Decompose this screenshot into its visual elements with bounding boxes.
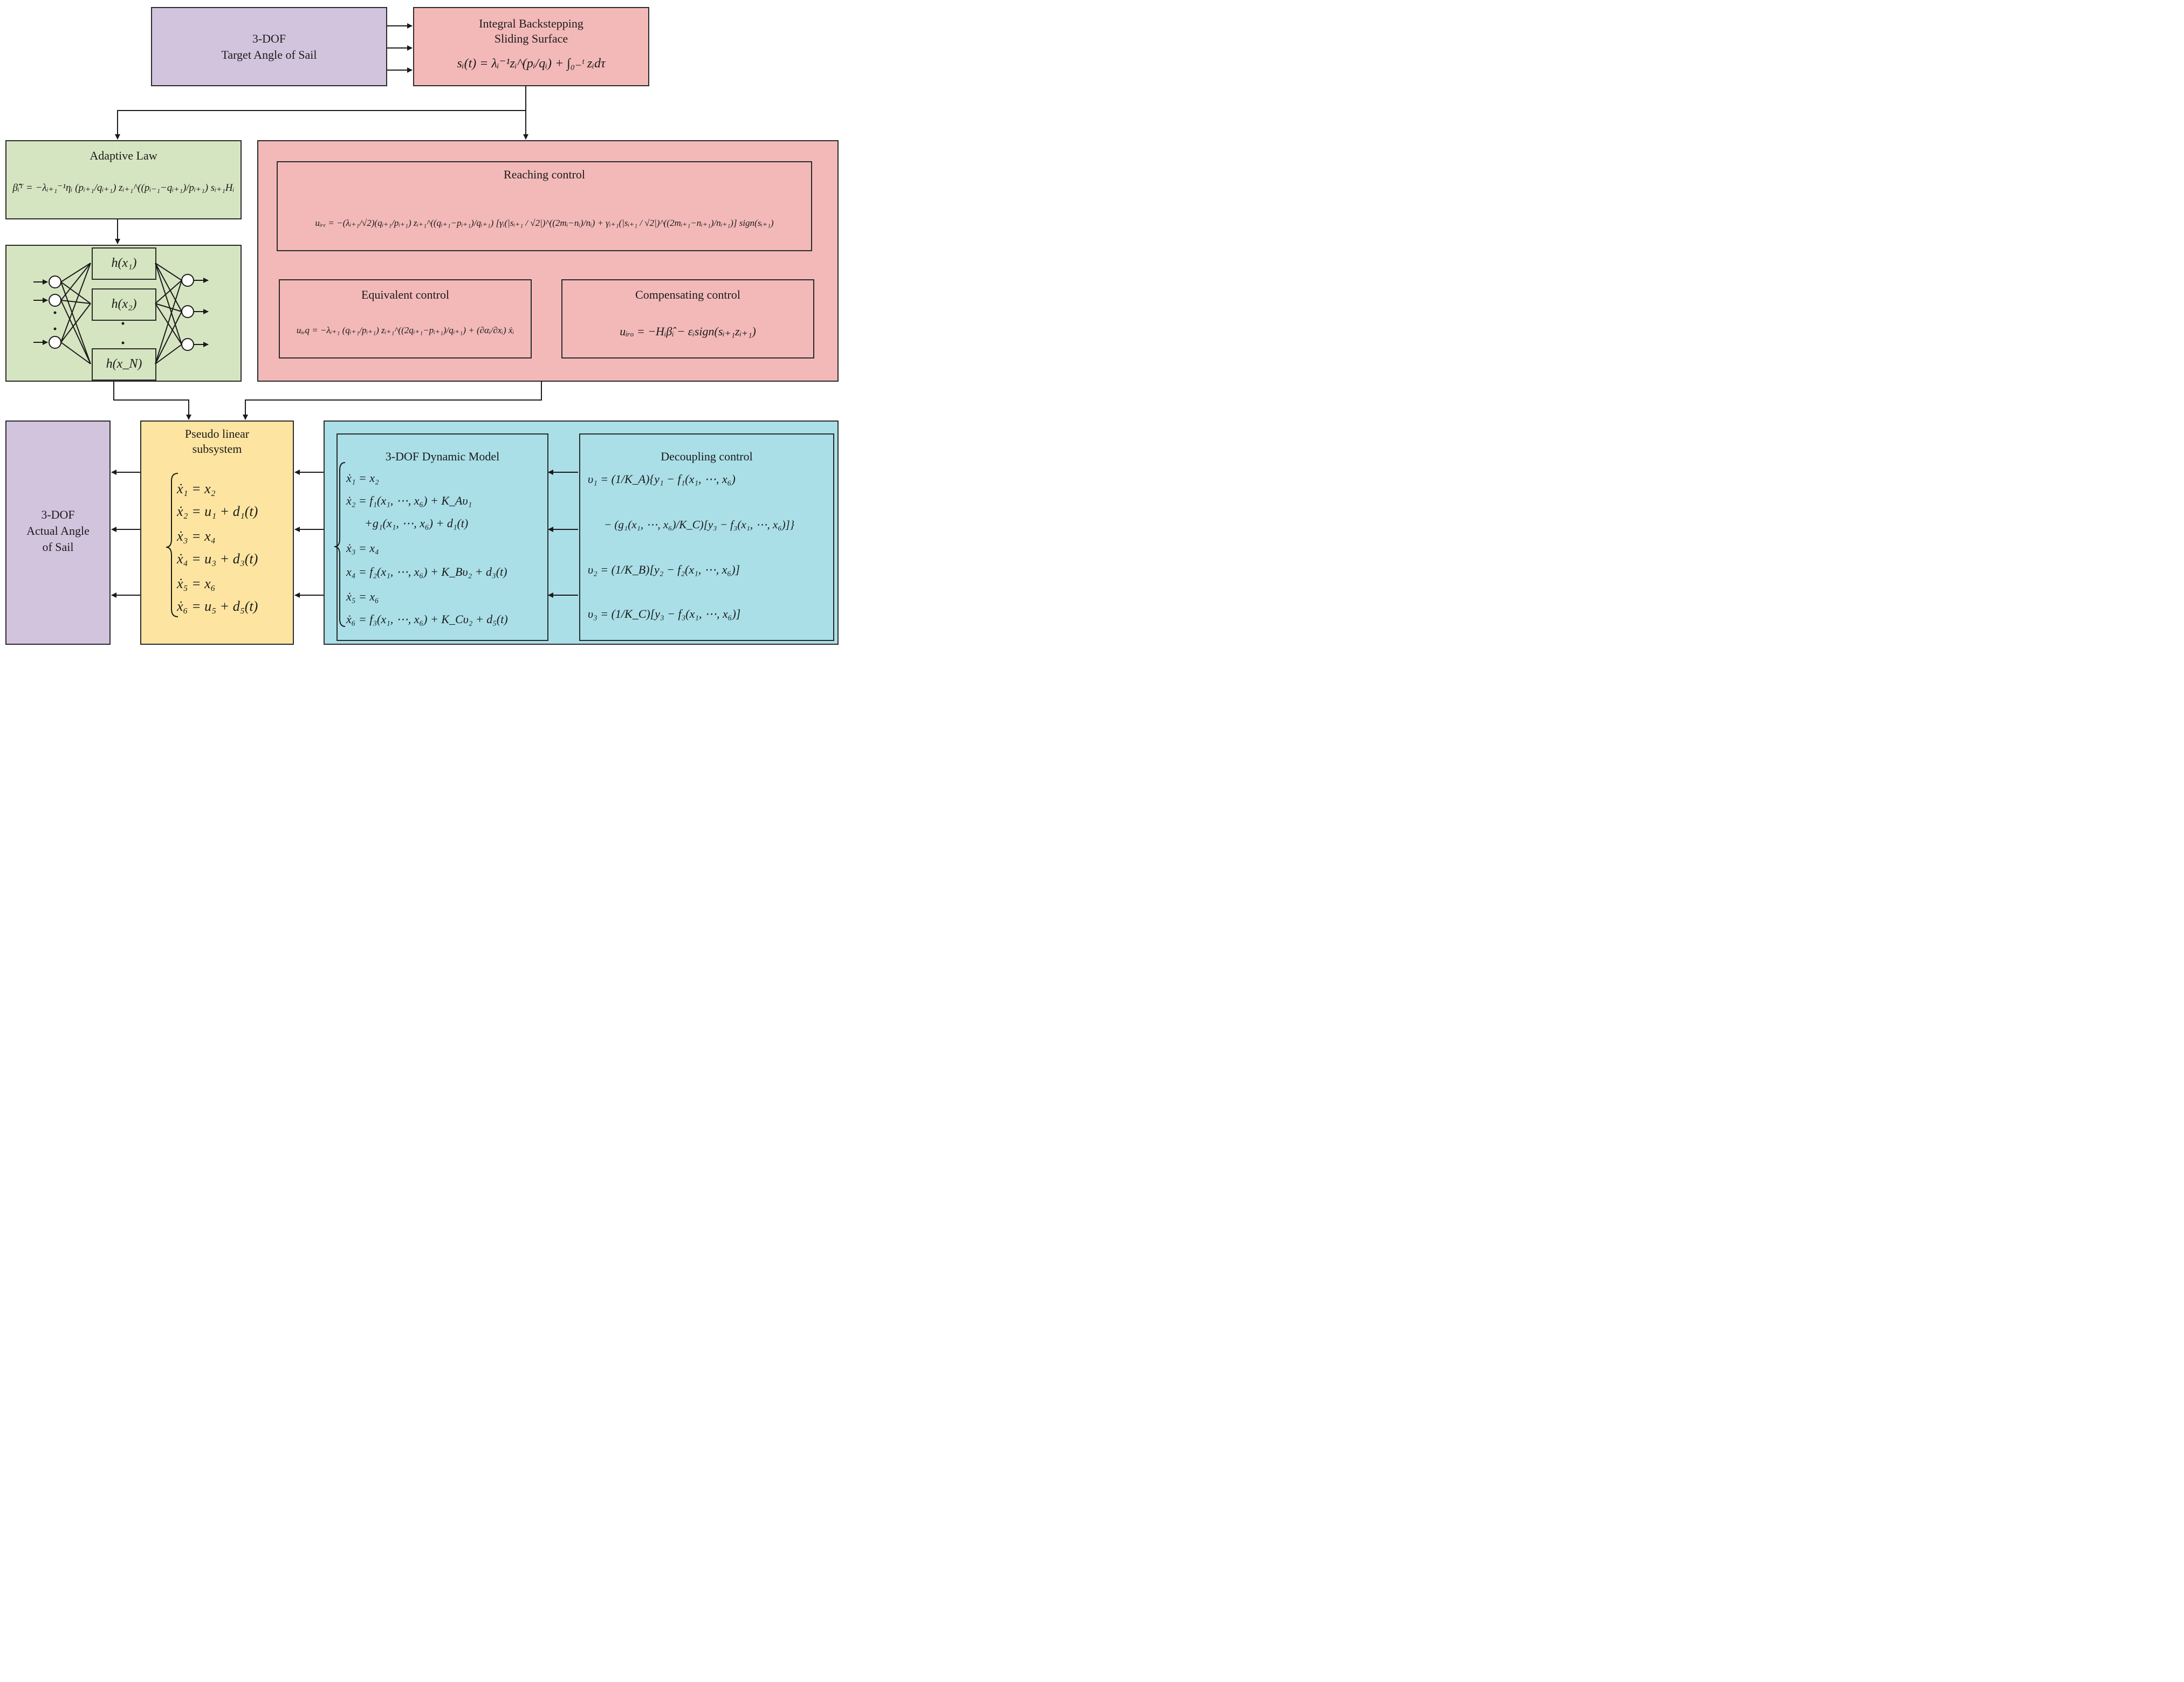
compensating-control-box: Compensating control uᵢᵣₒ = −Hᵢβ̂ᵢ − εᵢs… [561,279,814,359]
sliding-surface-equation: sᵢ(t) = λᵢ⁻¹zᵢ^(pᵢ/qᵢ) + ∫₀₋ᵗ zᵢdτ [457,57,606,71]
actual-angle-box: 3-DOF Actual Angle of Sail [5,420,111,645]
dynamic-eq-5: x₄ = f₂(x₁, ⋯, x₆) + K_Bυ₂ + d₃(t) [346,565,507,578]
dynamic-model-box: 3-DOF Dynamic Model ẋ₁ = x₂ ẋ₂ = f₁(x₁, … [336,433,548,641]
pseudo-eq-5: ẋ₅ = x₆ [177,576,216,591]
arrow-control-to-pseudo [243,382,542,420]
actual-angle-line3: of Sail [42,540,74,554]
adaptive-law-equation: β̂̇ᵢᵀ = −λᵢ₊₁⁻¹ηᵢ (pᵢ₊₁/qᵢ₊₁) zᵢ₊₁^((pᵢ₋… [12,182,235,194]
target-angle-line1: 3-DOF [252,32,286,45]
sliding-surface-title2: Sliding Surface [494,32,568,45]
decoupling-eq-2: − (g₁(x₁, ⋯, x₆)/K_C)[y₃ − f₃(x₁, ⋯, x₆)… [604,518,795,531]
decoupling-eq-1: υ₁ = (1/K_A){y₁ − f₁(x₁, ⋯, x₆) [588,472,736,486]
dynamic-eq-4: ẋ₃ = x₄ [346,541,379,555]
pseudo-linear-title2: subsystem [192,442,242,456]
pseudo-eq-4: ẋ₄ = u₃ + d₃(t) [177,551,258,567]
dynamic-eq-2: ẋ₂ = f₁(x₁, ⋯, x₆) + K_Aυ₁ [346,494,472,507]
dynamic-eq-7: ẋ₆ = f₃(x₁, ⋯, x₆) + K_Cυ₂ + d₅(t) [346,612,508,626]
pseudo-linear-title1: Pseudo linear [184,427,250,440]
rbf-network-box: h(x₁) h(x₂) h(x_N) [5,245,242,382]
pseudo-eq-3: ẋ₃ = x₄ [177,528,216,544]
pseudo-eq-6: ẋ₆ = u₅ + d₅(t) [177,598,258,614]
decoupling-control-box: Decoupling control υ₁ = (1/K_A){y₁ − f₁(… [579,433,834,641]
actual-angle-line2: Actual Angle [26,524,90,537]
sliding-surface-box: Integral Backstepping Sliding Surface sᵢ… [413,7,649,86]
pseudo-eq-2: ẋ₂ = u₁ + d₁(t) [177,504,258,519]
compensating-control-title: Compensating control [635,288,740,301]
plant-container: 3-DOF Dynamic Model ẋ₁ = x₂ ẋ₂ = f₁(x₁, … [324,420,839,645]
target-angle-box: 3-DOF Target Angle of Sail [151,7,387,86]
pseudo-eq-1: ẋ₁ = x₂ [177,481,216,497]
pseudo-linear-box: Pseudo linear subsystem ẋ₁ = x₂ ẋ₂ = u₁ … [140,420,294,645]
decoupling-control-title: Decoupling control [661,450,753,463]
dynamic-model-title: 3-DOF Dynamic Model [385,450,500,463]
rbf-node-hN: h(x_N) [92,348,156,381]
dynamic-eq-6: ẋ₅ = x₆ [346,590,379,603]
reaching-control-title: Reaching control [504,168,585,181]
arrow-rbf-to-pseudo [113,382,191,420]
equivalent-control-equation: uᵢₑq = −λᵢ₊₁ (qᵢ₊₁/pᵢ₊₁) zᵢ₊₁^((2qᵢ₊₁−pᵢ… [296,325,514,335]
equivalent-control-title: Equivalent control [361,288,450,301]
dynamic-eq-1: ẋ₁ = x₂ [346,471,379,485]
rbf-node-h1: h(x₁) [92,247,156,280]
reaching-control-equation: uᵢᵣₑ = −(λᵢ₊₁/√2)(qᵢ₊₁/pᵢ₊₁) zᵢ₊₁^((qᵢ₊₁… [315,218,774,228]
decoupling-eq-3: υ₂ = (1/K_B)[y₂ − f₂(x₁, ⋯, x₆)] [588,563,740,576]
dynamic-eq-3: +g₁(x₁, ⋯, x₆) + d₁(t) [365,516,469,530]
compensating-control-equation: uᵢᵣₒ = −Hᵢβ̂ᵢ − εᵢsign(sᵢ₊₁zᵢ₊₁) [620,325,756,338]
target-angle-line2: Target Angle of Sail [221,48,317,61]
adaptive-law-title: Adaptive Law [90,149,157,162]
equivalent-control-box: Equivalent control uᵢₑq = −λᵢ₊₁ (qᵢ₊₁/pᵢ… [279,279,532,359]
sliding-surface-title1: Integral Backstepping [479,17,583,30]
adaptive-law-box: Adaptive Law β̂̇ᵢᵀ = −λᵢ₊₁⁻¹ηᵢ (pᵢ₊₁/qᵢ₊… [5,140,242,219]
actual-angle-line1: 3-DOF [41,508,75,521]
arrow-sliding-to-adaptive [115,86,526,140]
reaching-control-box: Reaching control uᵢᵣₑ = −(λᵢ₊₁/√2)(qᵢ₊₁/… [277,161,812,251]
control-law-container: Reaching control uᵢᵣₑ = −(λᵢ₊₁/√2)(qᵢ₊₁/… [257,140,839,382]
decoupling-eq-4: υ₃ = (1/K_C)[y₃ − f₃(x₁, ⋯, x₆)] [588,607,741,621]
rbf-node-h2: h(x₂) [92,288,156,321]
